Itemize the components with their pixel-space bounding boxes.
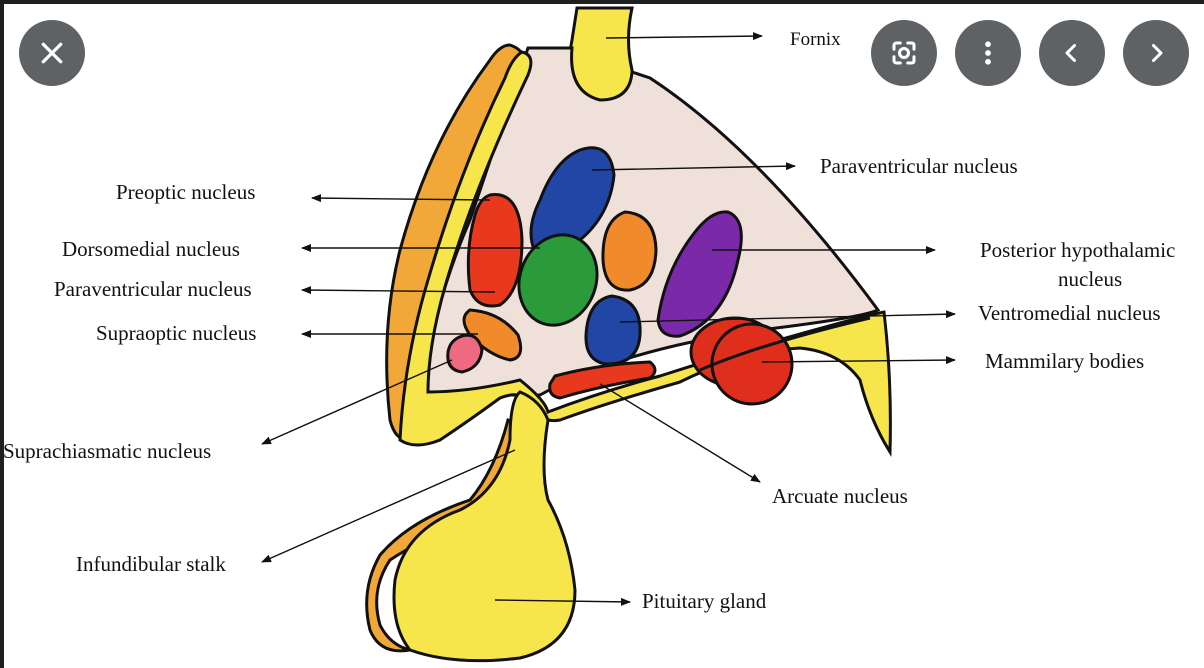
- preoptic-arrow: [311, 194, 491, 203]
- google-lens-icon: [892, 41, 916, 65]
- close-icon: [41, 42, 63, 64]
- label-arcuate: Arcuate nucleus: [772, 484, 908, 508]
- posterior-hypothalamic-nucleus-shape: [656, 210, 743, 338]
- label-infundibular: Infundibular stalk: [76, 552, 226, 576]
- label-supraoptic: Supraoptic nucleus: [96, 321, 256, 345]
- label-ventromedial: Ventromedial nucleus: [978, 301, 1161, 325]
- chevron-right-icon: [1152, 44, 1163, 62]
- label-preoptic: Preoptic nucleus: [116, 180, 255, 204]
- more-vert-icon: [985, 41, 991, 65]
- label-posterior-line2: nucleus: [1058, 267, 1122, 291]
- infundibular-arrow: [261, 449, 516, 563]
- ventromedial-arrow: [619, 310, 956, 323]
- preoptic-nucleus-shape: [466, 193, 524, 308]
- ventromedial-nucleus-shape: [584, 294, 642, 366]
- paraventricular-right-arrow: [591, 162, 796, 171]
- arcuate-arrow: [599, 383, 761, 483]
- label-fornix: Fornix: [790, 29, 841, 50]
- next-image-button[interactable]: [1123, 20, 1189, 86]
- suprachiasmatic-arrow: [261, 359, 453, 445]
- mammilary-floor-overlay: [699, 316, 871, 372]
- label-mammilary: Mammilary bodies: [985, 349, 1144, 373]
- previous-image-button[interactable]: [1039, 20, 1105, 86]
- label-posterior-line1: Posterior hypothalamic: [980, 238, 1175, 262]
- label-paraventricular-left: Paraventricular nucleus: [54, 277, 252, 301]
- label-pituitary: Pituitary gland: [642, 589, 767, 613]
- google-lens-button[interactable]: [871, 20, 937, 86]
- fornix-arrow: [605, 32, 763, 41]
- pituitary-gland-shape: [392, 390, 577, 663]
- arcuate-nucleus-shape: [548, 360, 657, 400]
- chevron-left-icon: [1065, 44, 1076, 62]
- label-suprachiasmatic: Suprachiasmatic nucleus: [3, 439, 211, 463]
- supraoptic-nucleus-shape: [462, 308, 523, 362]
- dorsomedial-nucleus-shape: [517, 233, 599, 327]
- mammilary-arrow: [761, 356, 956, 365]
- pituitary-arrow: [494, 597, 631, 606]
- leader-lines: [261, 32, 956, 606]
- label-paraventricular-right: Paraventricular nucleus: [820, 154, 1018, 178]
- close-button[interactable]: [19, 20, 85, 86]
- mammilary-body-front: [710, 322, 794, 406]
- label-dorsomedial: Dorsomedial nucleus: [62, 237, 240, 261]
- middle-orange-nucleus-shape: [601, 210, 658, 292]
- more-options-button[interactable]: [955, 20, 1021, 86]
- suprachiasmatic-nucleus-shape: [446, 333, 484, 374]
- paraventricular-left-arrow: [301, 286, 496, 295]
